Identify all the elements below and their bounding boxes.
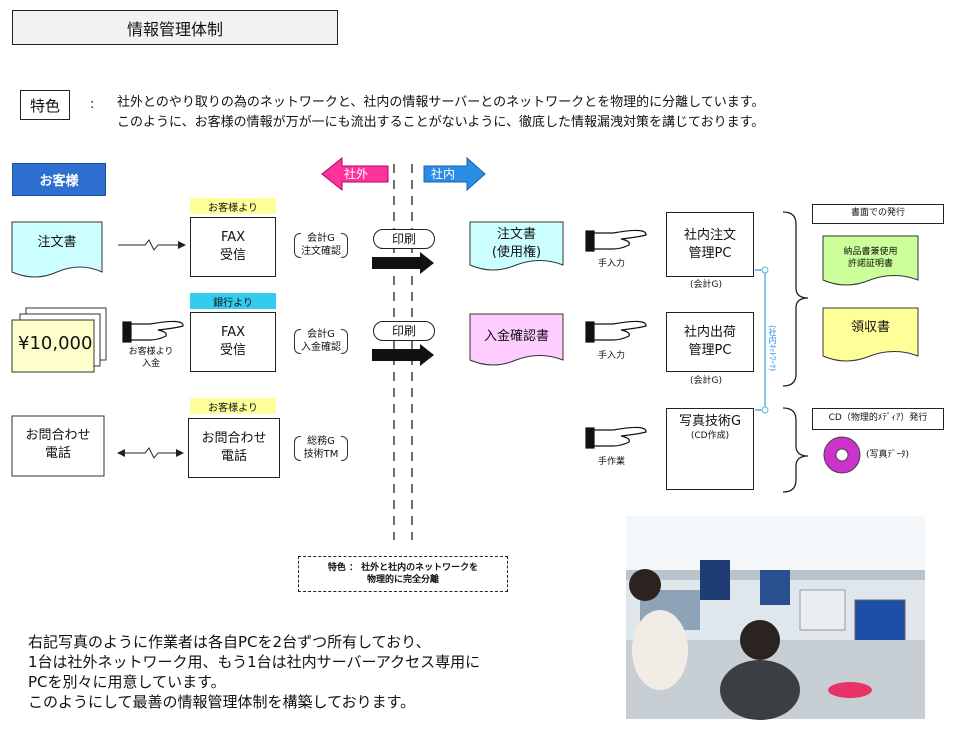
order-fax-connector <box>118 239 178 251</box>
cd-brace <box>782 407 809 493</box>
payment-hand-label: 手入力 <box>598 351 626 361</box>
order-print-label: 印刷 <box>373 229 435 249</box>
inquiry-doc-label: お問合わせ 電話 <box>25 428 91 461</box>
order-tag: お客様より <box>190 198 276 214</box>
payment-out-doc-shape <box>469 313 564 366</box>
customer-header: お客様 <box>12 163 106 196</box>
photo-group-box: 写真技術G (CD作成) <box>666 408 754 490</box>
delivery-doc-shape <box>822 235 919 286</box>
bottom-text-line-2: 1台は社外ネットワーク用、もう1台は社内サーバーアクセス専用に <box>28 653 481 671</box>
cd-label: (写真ﾃﾞｰﾀ) <box>866 450 910 460</box>
order-pc-sub: (会計G) <box>690 280 722 290</box>
order-doc-label: 注文書 <box>37 235 77 250</box>
bottom-text-line-3: PCを別々に用意しています。 <box>28 673 226 691</box>
inquiry-connector <box>125 447 176 459</box>
page-title-box: 情報管理体制 <box>12 10 338 45</box>
zone-outside-label: 社外 <box>344 167 369 181</box>
inquiry-tag: お客様より <box>190 398 276 414</box>
order-hand-label: 手入力 <box>598 259 626 269</box>
feature-colon: : <box>90 97 95 112</box>
order-pc-box: 社内注文 管理PC <box>666 212 754 277</box>
payment-out-doc-label: 入金確認書 <box>483 329 549 344</box>
print-arrow-1 <box>420 252 434 274</box>
payment-pc-sub: (会計G) <box>690 376 722 386</box>
payment-amount: ¥10,000 <box>18 333 93 354</box>
print-arrow-2 <box>420 344 434 366</box>
payment-dept: 会計G 入金確認 <box>294 329 348 354</box>
issue-header: 書面での発行 <box>812 204 944 224</box>
inquiry-hand-label: 手作業 <box>598 457 626 467</box>
order-dept: 会計G 注文確認 <box>294 233 348 258</box>
payment-fax-box: FAX 受信 <box>190 312 276 372</box>
delivery-doc-label: 納品書兼使用 許諾証明書 <box>843 247 898 269</box>
inquiry-box: お問合わせ 電話 <box>188 418 280 478</box>
order-out-doc-shape <box>469 221 564 271</box>
inquiry-dept: 総務G 技術TM <box>294 436 348 461</box>
receipt-doc-shape <box>822 307 919 362</box>
page-title: 情報管理体制 <box>126 19 223 39</box>
photo-group-sub: (CD作成) <box>690 430 730 441</box>
order-doc-shape <box>11 221 103 278</box>
bottom-text-line-4: このようにして最善の情報管理体制を構築しております。 <box>28 693 416 711</box>
payment-print-label: 印刷 <box>373 321 435 341</box>
feature-line-2: このように、お客様の情報が万が一にも流出することがないように、徹底した情報漏洩対… <box>117 115 765 130</box>
network-note: 特色 ： 社外と社内のネットワークを 物理的に完全分離 <box>298 556 508 592</box>
bottom-text: 右記写真のように作業者は各自PCを2台ずつ所有しており、 1台は社外ネットワーク… <box>28 632 480 712</box>
internal-network-line <box>755 269 766 411</box>
issue-brace <box>782 211 809 387</box>
office-photo <box>626 516 925 720</box>
payment-pc-box: 社内出荷 管理PC <box>666 312 754 372</box>
order-out-doc-label: 注文書 (使用権) <box>491 227 542 260</box>
zone-inside-label: 社内 <box>431 167 456 181</box>
pointing-hand-icon <box>122 229 647 449</box>
order-fax-box: FAX 受信 <box>190 217 276 277</box>
photo-group-label: 写真技術G <box>678 414 742 429</box>
feature-line-1: 社外とのやり取りの為のネットワークと、社内の情報サーバーとのネットワークとを物理… <box>117 95 765 110</box>
outside-arrow <box>321 156 389 192</box>
receipt-doc-label: 領収書 <box>850 320 890 335</box>
money-doc-shape <box>11 319 95 373</box>
network-label: (社内ﾈｯﾄﾜｰｸ) <box>768 325 777 372</box>
payment-tag: 銀行より <box>190 293 276 309</box>
inquiry-doc-shape <box>11 415 105 477</box>
bottom-text-line-1: 右記写真のように作業者は各自PCを2台ずつ所有しており、 <box>28 633 431 651</box>
inside-arrow <box>423 156 486 192</box>
payment-payer-label: お客様より 入金 <box>128 347 174 369</box>
cd-header: CD（物理的ﾒﾃﾞｨｱ）発行 <box>812 408 944 430</box>
feature-label: 特色 <box>20 90 70 120</box>
